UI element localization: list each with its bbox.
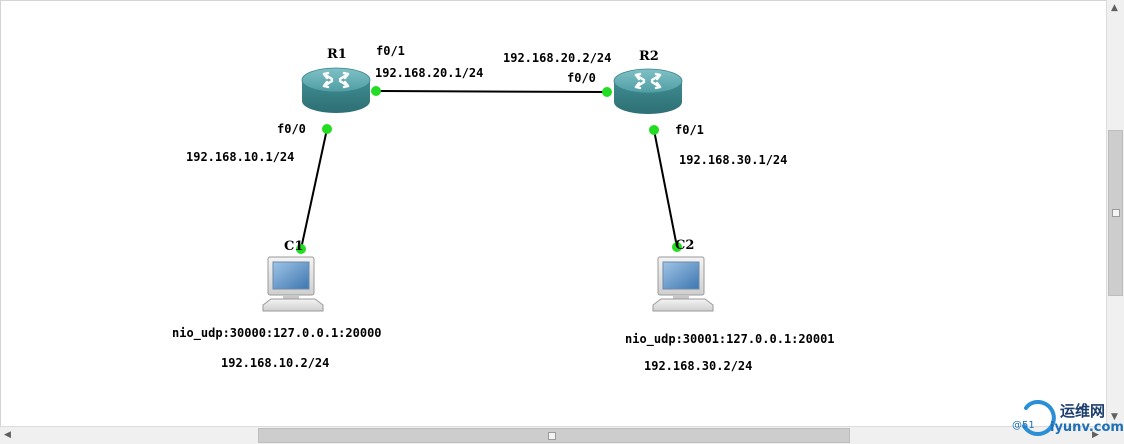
- node-label-r2: R2: [639, 49, 659, 64]
- horizontal-scrollbar[interactable]: ◀ ▶: [0, 426, 1106, 444]
- watermark-logo-icon: [1022, 400, 1056, 436]
- topology-canvas[interactable]: R1 R2 C1 C2 f0/1 192.168.20.1/24 192.168…: [0, 0, 1106, 426]
- router-r2[interactable]: [613, 68, 683, 114]
- ip-label-r2-f0-1: 192.168.30.1/24: [679, 153, 788, 167]
- grip-icon: [1112, 209, 1120, 217]
- port-label-r2-f0-0: f0/0: [567, 71, 596, 85]
- watermark-text: 运维网: [1060, 402, 1106, 420]
- port-label-r2-f0-1: f0/1: [675, 123, 704, 137]
- port-dot-c1[interactable]: [296, 244, 306, 254]
- vertical-scroll-thumb[interactable]: [1108, 130, 1123, 296]
- link-r1-c1[interactable]: [300, 128, 328, 250]
- keyboard-icon: [652, 298, 714, 312]
- port-label-r1-f0-1: f0/1: [376, 44, 405, 58]
- node-label-c1: C1: [284, 239, 304, 254]
- watermark-sub: iyunv.com: [1050, 420, 1124, 435]
- ip-label-r1-f0-0: 192.168.10.1/24: [186, 150, 295, 164]
- router-arrows-icon: [322, 71, 350, 89]
- scroll-down-icon[interactable]: ▼: [1111, 412, 1118, 422]
- keyboard-icon: [262, 298, 324, 312]
- monitor-stand: [283, 295, 299, 299]
- port-label-r1-f0-0: f0/0: [277, 122, 306, 136]
- scroll-up-icon[interactable]: ▲: [1111, 3, 1118, 13]
- horizontal-scroll-thumb[interactable]: [258, 428, 850, 443]
- monitor-stand: [673, 295, 689, 299]
- port-dot-c2[interactable]: [672, 242, 682, 252]
- pc-c1[interactable]: [262, 256, 324, 312]
- port-dot-r2-f0-1[interactable]: [649, 125, 659, 135]
- watermark: 运维网 @51 iyunv.com: [1012, 396, 1124, 440]
- router-r1[interactable]: [301, 67, 371, 113]
- nio-label-c2: nio_udp:30001:127.0.0.1:20001: [625, 332, 835, 346]
- router-r2-top: [613, 68, 683, 94]
- ip-label-c1: 192.168.10.2/24: [221, 356, 330, 370]
- scroll-left-icon[interactable]: ◀: [4, 430, 11, 440]
- topology-svg: [262, 67, 714, 312]
- pc-c2[interactable]: [652, 256, 714, 312]
- watermark-prefix: @51: [1012, 420, 1035, 431]
- grip-icon: [548, 432, 556, 440]
- link-r2-c2[interactable]: [653, 129, 678, 248]
- ip-label-r2-f0-0: 192.168.20.2/24: [503, 51, 612, 65]
- ip-label-c2: 192.168.30.2/24: [644, 359, 753, 373]
- nio-label-c1: nio_udp:30000:127.0.0.1:20000: [172, 326, 382, 340]
- port-dot-r1-f0-0[interactable]: [322, 124, 332, 134]
- router-arrows-icon: [634, 72, 662, 90]
- ip-label-r1-f0-1: 192.168.20.1/24: [375, 66, 484, 80]
- node-label-r1: R1: [327, 47, 347, 62]
- node-label-c2: C2: [675, 238, 695, 253]
- router-r1-top: [301, 67, 371, 93]
- screen: [662, 261, 700, 290]
- vertical-scrollbar[interactable]: ▲ ▼: [1106, 0, 1124, 426]
- screen: [272, 261, 310, 290]
- port-dot-r1-f0-1[interactable]: [371, 86, 381, 96]
- scrollbar-corner: [1106, 426, 1124, 444]
- port-dot-r2-f0-0[interactable]: [602, 87, 612, 97]
- scroll-right-icon[interactable]: ▶: [1092, 430, 1099, 440]
- link-r1-r2[interactable]: [375, 90, 608, 93]
